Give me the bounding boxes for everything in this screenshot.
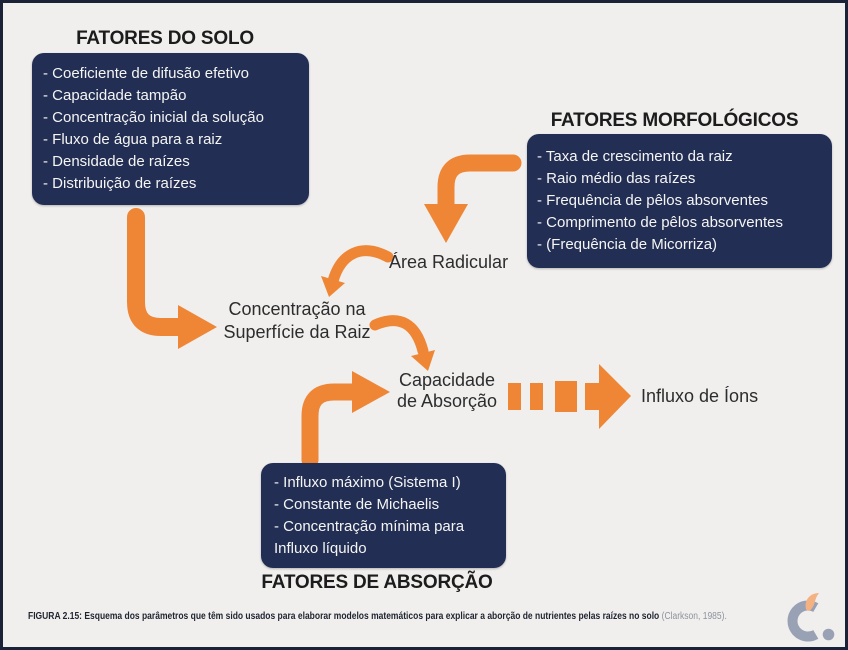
list-item: - Distribuição de raízes — [43, 175, 197, 192]
list-item: - Influxo máximo (Sistema I) — [274, 473, 461, 491]
solo-box: - Coeficiente de difusão efetivo - Capac… — [32, 53, 309, 205]
list-item: - Fluxo de água para a raiz — [43, 131, 223, 148]
arrow-capacidade-to-influxo — [508, 364, 631, 429]
caption-citation: (Clarkson, 1985). — [661, 611, 727, 622]
list-item: - Concentração mínima para — [274, 517, 465, 535]
list-item: - Frequência de pêlos absorventes — [537, 192, 768, 209]
arrow-concentracao-to-capacidade — [369, 315, 435, 371]
caption-text: FIGURA 2.15: Esquema dos parâmetros que … — [28, 611, 660, 622]
logo-flame-icon — [805, 593, 819, 611]
list-item: - Capacidade tampão — [43, 87, 187, 104]
logo-dot — [822, 628, 835, 641]
arrow-morfologicos-to-area — [424, 154, 522, 243]
arrow-area-to-concentracao — [321, 245, 394, 297]
node-line: Superfície da Raiz — [223, 322, 371, 342]
node-line: Capacidade — [398, 370, 496, 390]
morfologicos-box: - Taxa de crescimento da raiz - Raio méd… — [527, 134, 832, 268]
node-area-radicular: Área Radicular — [389, 252, 509, 272]
absorcao-box: - Influxo máximo (Sistema I) - Constante… — [261, 463, 506, 568]
list-item: - Raio médio das raízes — [537, 170, 696, 187]
arrow-absorcao-to-capacidade — [301, 371, 390, 469]
list-item: - Concentração inicial da solução — [43, 109, 264, 126]
node-capacidade-absorcao: Capacidade de Absorção — [396, 370, 498, 412]
node-line: Concentração na — [228, 299, 366, 319]
node-concentracao-superficie: Concentração na Superfície da Raiz — [207, 298, 387, 344]
list-item: - Taxa de crescimento da raiz — [537, 148, 733, 165]
brand-c-logo — [787, 593, 835, 642]
arrow-solo-to-concentracao — [127, 208, 217, 349]
logo-c-arc — [787, 600, 819, 642]
list-item: - Densidade de raízes — [43, 153, 190, 170]
list-item: - Constante de Michaelis — [274, 495, 440, 513]
list-item: - Comprimento de pêlos absorventes — [537, 214, 783, 231]
node-line: de Absorção — [396, 391, 498, 411]
solo-title: FATORES DO SOLO — [76, 28, 254, 49]
figure-caption: FIGURA 2.15: Esquema dos parâmetros que … — [28, 611, 727, 622]
morfologicos-title: FATORES MORFOLÓGICOS — [550, 110, 799, 131]
list-item: - (Frequência de Micorriza) — [537, 236, 718, 253]
node-influxo-ions: Influxo de Íons — [641, 386, 759, 406]
absorcao-title: FATORES DE ABSORÇÃO — [261, 572, 493, 593]
list-item: Influxo líquido — [274, 539, 367, 557]
list-item: - Coeficiente de difusão efetivo — [43, 65, 249, 82]
